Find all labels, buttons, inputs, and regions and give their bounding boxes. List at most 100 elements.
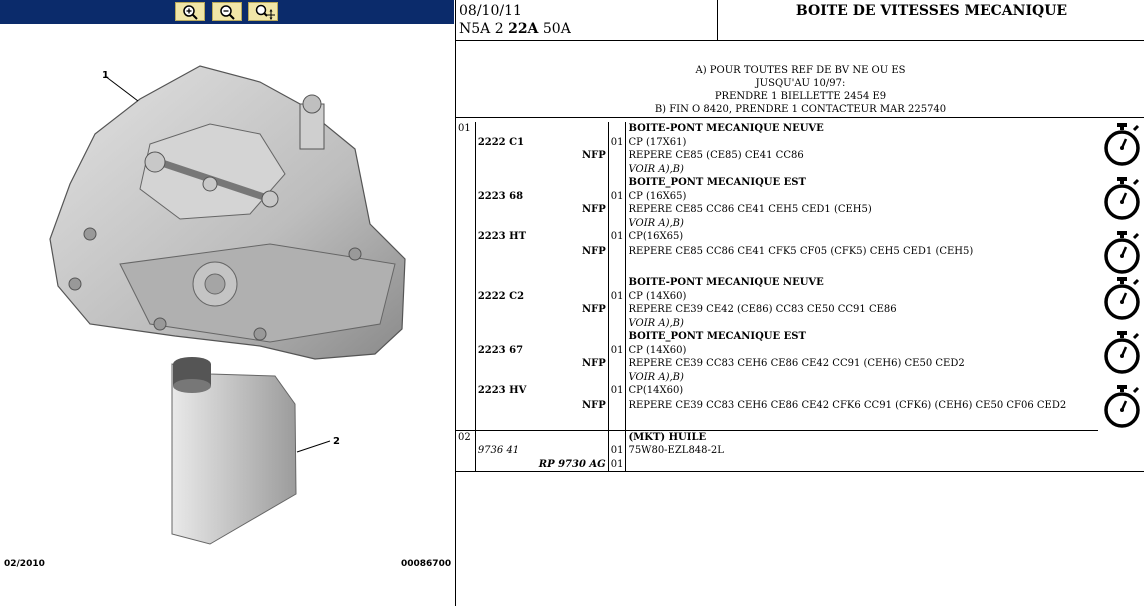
zoom-pan-icon (255, 4, 275, 20)
divider (456, 40, 1144, 41)
part-repere: REPERE CE39 CE42 (CE86) CC83 CE50 CC91 C… (628, 304, 897, 315)
part-ref[interactable]: 2223 68 (475, 189, 609, 203)
zoom-out-icon (220, 5, 235, 20)
table-row: VOIR A),B) (456, 162, 1144, 176)
callout-2: 2 (333, 436, 340, 447)
part-flag: NFP (475, 399, 609, 415)
diagram-pane: 1 2 02/2010 00086700 (0, 0, 454, 606)
part-spec: CP(16X65) (628, 231, 684, 242)
note-line: B) FIN O 8420, PRENDRE 1 CONTACTEUR MAR … (654, 104, 947, 115)
note-line: PRENDRE 1 BIELLETTE 2454 E9 (714, 91, 887, 102)
table-row (456, 414, 1144, 431)
part-qty: 01 (608, 135, 627, 149)
stopwatch-icon[interactable] (1102, 230, 1142, 276)
part-qty: 01 (608, 289, 627, 303)
part-spec: CP(14X60) (628, 385, 684, 396)
oil-bottle-illustration (171, 357, 331, 545)
group-title: BOITE-PONT MECANIQUE NEUVE (628, 277, 824, 288)
part-flag: NFP (475, 357, 609, 371)
group-title: (MKT) HUILE (628, 431, 707, 443)
table-row: 02 (MKT) HUILE (456, 430, 1144, 444)
header-info: 08/10/11 N5A 2 22A 50A (456, 0, 718, 40)
stopwatch-icon[interactable] (1102, 276, 1142, 322)
table-row: NFP REPERE CE39 CC83 CEH6 CE86 CE42 CFK6… (456, 399, 1144, 415)
part-flag: NFP (475, 149, 609, 163)
part-spec: CP (16X65) (628, 190, 687, 202)
table-row[interactable]: 9736 41 01 75W80-EZL848-2L (456, 444, 1144, 458)
table-row[interactable]: 2223 HV 01 CP(14X60) (456, 384, 1144, 428)
part-flag: NFP (475, 303, 609, 317)
part-repere: REPERE CE39 CC83 CEH6 CE86 CE42 CC91 (CE… (628, 358, 965, 369)
part-qty: 01 (608, 444, 627, 458)
table-row[interactable]: 2223 67 01 CP (14X60) (456, 343, 1144, 357)
remarks-note: A) POUR TOUTES REF DE BV NE OU ES JUSQU'… (456, 64, 1144, 116)
part-qty: 01 (608, 457, 627, 472)
table-row: NFP REPERE CE85 (CE85) CE41 CC86 (456, 149, 1144, 163)
table-row: BOITE-PONT MECANIQUE NEUVE (456, 276, 1144, 320)
group-number: 01 (456, 122, 476, 136)
part-spec: CP (14X60) (628, 290, 687, 302)
part-qty: 01 (608, 384, 627, 400)
table-row: VOIR A),B) (456, 316, 1144, 330)
part-ref[interactable]: 2222 C1 (475, 135, 609, 149)
table-row[interactable]: RP 9730 AG 01 (456, 457, 1144, 472)
part-flag: NFP (475, 203, 609, 217)
table-row: NFP REPERE CE39 CC83 CEH6 CE86 CE42 CC91… (456, 357, 1144, 371)
part-repere: REPERE CE85 CC86 CE41 CEH5 CED1 (CEH5) (628, 204, 872, 215)
part-note: VOIR A),B) (628, 217, 684, 229)
zoom-out-button[interactable] (212, 2, 242, 21)
part-note: VOIR A),B) (628, 371, 684, 383)
group-title: BOITE_PONT MECANIQUE EST (628, 177, 806, 188)
stopwatch-icon[interactable] (1102, 330, 1142, 376)
callout-1: 1 (102, 70, 109, 81)
part-note: VOIR A),B) (628, 163, 684, 175)
zoom-toolbar (0, 0, 454, 24)
parts-pane: 08/10/11 N5A 2 22A 50A BOITE DE VITESSES… (455, 0, 1144, 606)
gearbox-illustration (49, 65, 406, 360)
zoom-in-icon (183, 5, 198, 20)
table-row[interactable]: 2223 HT 01 CP(16X65) (456, 230, 1144, 274)
table-row: NFP REPERE CE85 CC86 CE41 CFK5 CF05 (CFK… (456, 245, 1144, 261)
part-ref-alt[interactable]: RP 9730 AG (475, 457, 609, 472)
part-ref[interactable]: 2223 HT (475, 230, 609, 246)
part-ref[interactable]: 2222 C2 (475, 289, 609, 303)
part-ref[interactable]: 2223 HV (475, 384, 609, 400)
table-row: NFP REPERE CE39 CE42 (CE86) CC83 CE50 CC… (456, 303, 1144, 317)
part-flag: NFP (475, 245, 609, 261)
part-spec: CP (14X60) (628, 344, 687, 356)
diagram-ref: 00086700 (401, 559, 452, 569)
part-note: VOIR A),B) (628, 317, 684, 329)
code-part-c: 50A (542, 21, 571, 37)
part-qty: 01 (608, 343, 627, 357)
table-row[interactable]: 2222 C2 01 CP (14X60) (456, 289, 1144, 303)
group-number: 02 (456, 430, 476, 444)
group-title: BOITE_PONT MECANIQUE EST (628, 331, 806, 342)
diagram-date: 02/2010 (4, 559, 45, 569)
note-line: A) POUR TOUTES REF DE BV NE OU ES (695, 65, 906, 76)
table-row: 01 BOITE-PONT MECANIQUE NEUVE (456, 122, 1144, 166)
table-row[interactable]: 2222 C1 01 CP (17X61) (456, 135, 1144, 149)
group-title: BOITE-PONT MECANIQUE NEUVE (628, 123, 824, 134)
zoom-pan-button[interactable] (248, 2, 278, 21)
part-qty: 01 (608, 189, 627, 203)
part-spec: 75W80-EZL848-2L (628, 445, 724, 456)
part-qty: 01 (608, 230, 627, 246)
exploded-view-diagram: 1 2 (49, 65, 406, 545)
header-code: N5A 2 22A 50A (459, 21, 571, 37)
page-title: BOITE DE VITESSES MECANIQUE (795, 3, 1068, 19)
part-ref[interactable]: 9736 41 (475, 444, 609, 458)
zoom-in-button[interactable] (175, 2, 205, 21)
part-ref[interactable]: 2223 67 (475, 343, 609, 357)
code-part-a: N5A 2 (459, 21, 504, 37)
stopwatch-icon[interactable] (1102, 176, 1142, 222)
part-repere: REPERE CE85 CC86 CE41 CFK5 CF05 (CFK5) C… (628, 246, 974, 258)
stopwatch-icon[interactable] (1102, 384, 1142, 430)
divider (456, 117, 1144, 118)
part-repere: REPERE CE39 CC83 CEH6 CE86 CE42 CFK6 CC9… (628, 400, 1067, 412)
stopwatch-icon[interactable] (1102, 122, 1142, 168)
table-row (456, 260, 1144, 276)
code-part-b: 22A (508, 21, 539, 37)
table-row[interactable]: 2223 68 01 CP (16X65) (456, 189, 1144, 203)
parts-table: 01 BOITE-PONT MECANIQUE NEUVE 2222 C1 01… (456, 122, 1144, 472)
part-spec: CP (17X61) (628, 136, 687, 148)
